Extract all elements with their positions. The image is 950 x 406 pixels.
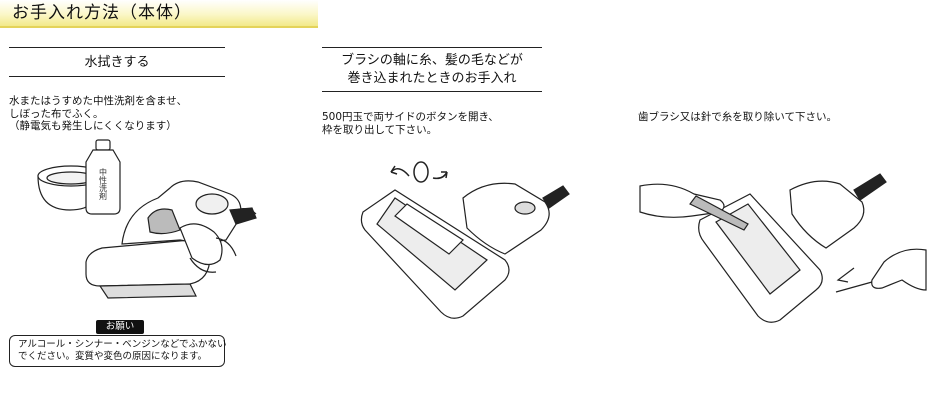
coin-rotate-arrows [390,161,448,183]
wipe-heading-text: 水拭きする [84,55,150,70]
step2-instructions: 歯ブラシ又は針で糸を取り除いて下さい。 [638,111,837,123]
page-title: お手入れ方法（本体） [12,3,192,23]
vacuum-head-brush [698,173,887,323]
vacuum-head-open [360,182,570,319]
step1-illustration [360,161,570,319]
hand-with-toothbrush [639,183,749,231]
wipe-heading: 水拭きする [9,47,225,77]
notice-badge: お願い [96,320,144,334]
step2-illustration [639,173,927,323]
notice-box: アルコール・シンナー・ベンジンなどでふかない でください。変質や変色の原因になり… [9,335,227,367]
brush-care-heading-line1: ブラシの軸に糸、髪の毛などが [341,53,523,68]
wipe-illustration: 中性洗剤 [37,139,257,299]
brush-care-heading-line2: 巻き込まれたときのお手入れ [347,71,517,86]
wipe-instructions: 水またはうすめた中性洗剤を含ませ、 しぼった布でふく。 （静電気も発生しにくくな… [9,95,188,132]
brush-care-heading: ブラシの軸に糸、髪の毛などが 巻き込まれたときのお手入れ [322,47,542,92]
step1-instructions: 500円玉で両サイドのボタンを開き、 枠を取り出して下さい。 [322,111,499,136]
page-title-bar: お手入れ方法（本体） [0,0,318,28]
detergent-bottle-illustration [85,139,121,215]
hand-with-needle [835,248,927,293]
vacuum-illustration [85,180,257,299]
bottle-label: 中性洗剤 [99,167,108,201]
